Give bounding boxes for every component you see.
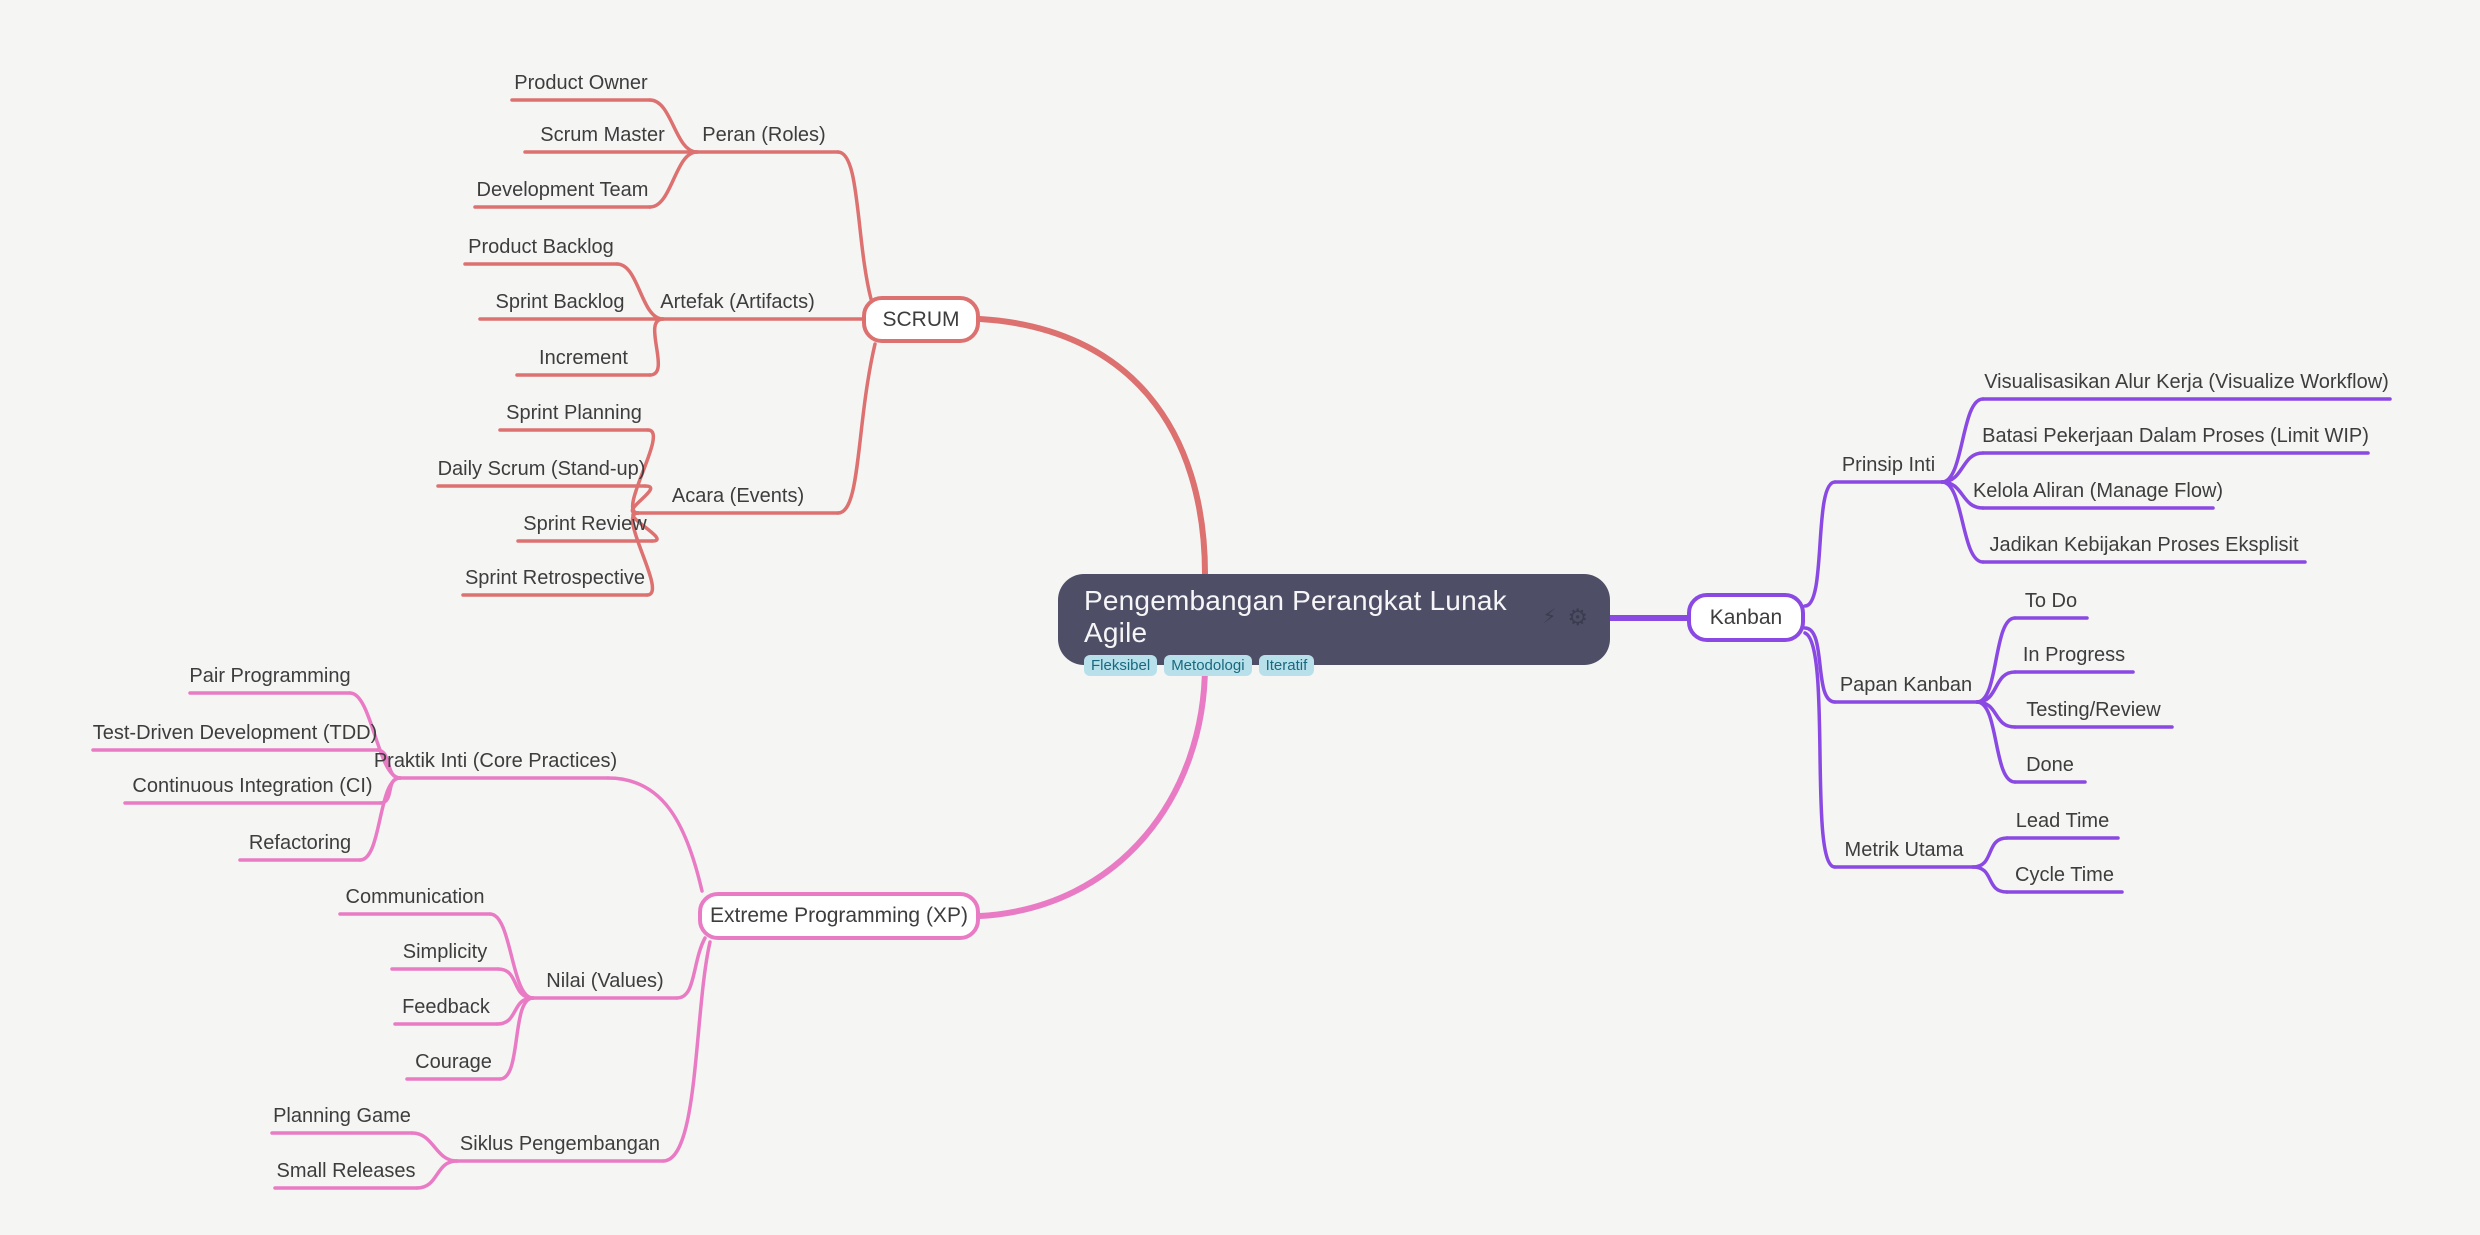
zap-icon[interactable]: ⚡ (1542, 606, 1557, 628)
node-courage[interactable]: Courage (415, 1051, 492, 1073)
node-extreme-programming[interactable]: Extreme Programming (XP) (698, 892, 980, 940)
node-planning-game[interactable]: Planning Game (273, 1105, 411, 1127)
node-feedback[interactable]: Feedback (402, 996, 490, 1018)
gear-icon[interactable]: ⚙ (1567, 603, 1588, 630)
node-small-releases[interactable]: Small Releases (276, 1160, 416, 1182)
tag-iteratif: Iteratif (1258, 655, 1315, 676)
node-kanban[interactable]: Kanban (1687, 593, 1805, 642)
root-tags: Fleksibel Metodologi Iteratif (1084, 655, 1588, 676)
node-product-owner[interactable]: Product Owner (514, 72, 648, 94)
node-manage-flow[interactable]: Kelola Aliran (Manage Flow) (1972, 480, 2224, 502)
node-explicit-policies[interactable]: Jadikan Kebijakan Proses Eksplisit (1989, 534, 2299, 556)
node-simplicity[interactable]: Simplicity (402, 941, 488, 963)
node-daily-scrum[interactable]: Daily Scrum (Stand-up) (437, 458, 646, 480)
node-root[interactable]: Pengembangan Perangkat Lunak Agile ⚡ ⚙ F… (1058, 574, 1610, 676)
node-to-do[interactable]: To Do (2024, 590, 2078, 612)
node-limit-wip[interactable]: Batasi Pekerjaan Dalam Proses (Limit WIP… (1982, 425, 2369, 447)
node-tdd[interactable]: Test-Driven Development (TDD) (92, 722, 378, 744)
node-metrik-utama[interactable]: Metrik Utama (1844, 839, 1964, 861)
node-lead-time[interactable]: Lead Time (2015, 810, 2110, 832)
node-siklus-pengembangan[interactable]: Siklus Pengembangan (459, 1133, 661, 1155)
node-prinsip-inti[interactable]: Prinsip Inti (1841, 454, 1936, 476)
node-peran-roles[interactable]: Peran (Roles) (702, 124, 826, 146)
node-cycle-time[interactable]: Cycle Time (2015, 864, 2114, 886)
node-sprint-planning[interactable]: Sprint Planning (506, 402, 642, 424)
node-acara-events[interactable]: Acara (Events) (671, 485, 805, 507)
node-refactoring[interactable]: Refactoring (248, 832, 352, 854)
node-development-team[interactable]: Development Team (476, 179, 649, 201)
node-increment[interactable]: Increment (539, 347, 628, 369)
node-continuous-integration[interactable]: Continuous Integration (CI) (132, 775, 373, 797)
root-title-row: Pengembangan Perangkat Lunak Agile ⚡ ⚙ (1084, 585, 1588, 649)
node-sprint-retrospective[interactable]: Sprint Retrospective (464, 567, 646, 589)
node-product-backlog[interactable]: Product Backlog (468, 236, 614, 258)
node-scrum-master[interactable]: Scrum Master (540, 124, 665, 146)
node-artefak-artifacts[interactable]: Artefak (Artifacts) (660, 291, 815, 313)
node-visualize-workflow[interactable]: Visualisasikan Alur Kerja (Visualize Wor… (1984, 371, 2389, 393)
kanban-branch-lines (1607, 397, 2392, 894)
node-scrum[interactable]: SCRUM (862, 296, 980, 343)
node-sprint-backlog[interactable]: Sprint Backlog (495, 291, 625, 313)
node-praktik-inti[interactable]: Praktik Inti (Core Practices) (373, 750, 618, 772)
node-sprint-review[interactable]: Sprint Review (523, 513, 647, 535)
tag-fleksibel: Fleksibel (1084, 655, 1158, 676)
node-nilai-values[interactable]: Nilai (Values) (546, 970, 664, 992)
node-communication[interactable]: Communication (345, 886, 485, 908)
node-in-progress[interactable]: In Progress (2022, 644, 2126, 666)
node-pair-programming[interactable]: Pair Programming (189, 665, 351, 687)
root-title: Pengembangan Perangkat Lunak Agile (1084, 585, 1507, 648)
scrum-branch-lines (436, 98, 1208, 597)
tag-metodologi: Metodologi (1164, 655, 1252, 676)
node-done[interactable]: Done (2026, 754, 2074, 776)
xp-branch-lines (91, 662, 1208, 1190)
node-papan-kanban[interactable]: Papan Kanban (1839, 674, 1973, 696)
node-testing-review[interactable]: Testing/Review (2026, 699, 2161, 721)
